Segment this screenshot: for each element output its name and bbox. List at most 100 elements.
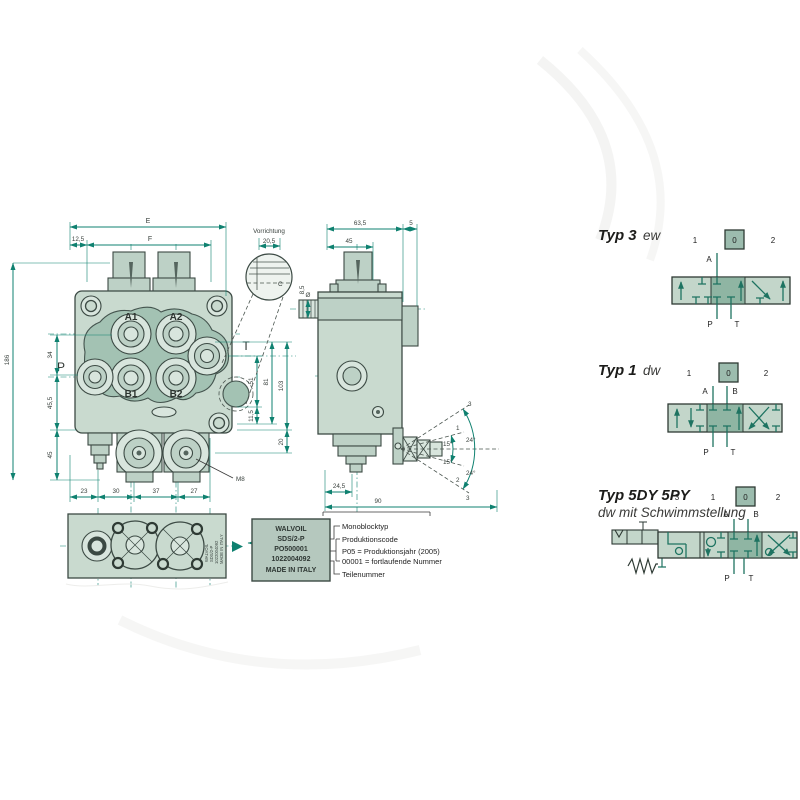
typ1-symbols <box>674 404 780 432</box>
detail-circle <box>245 253 293 301</box>
plate-pointer-right <box>232 541 243 552</box>
dim-5-label: 5 <box>409 220 413 227</box>
callout-monoblock: Monoblocktyp <box>342 522 388 531</box>
typ5-pos0: 0 <box>743 493 748 502</box>
lever-pos2: 2 <box>456 477 460 484</box>
spool-bore <box>317 297 403 321</box>
plate-partnumber: 1022004092 <box>272 556 311 563</box>
typ5-port-b: B <box>753 510 758 519</box>
port-a1 <box>110 313 152 355</box>
dim-186: 186 <box>4 262 110 481</box>
leader-prodcode-group <box>330 538 340 562</box>
side-view: 3 1 15° 15° 2 24° 24° 3 63,5 5 45 8,5 <box>290 220 499 512</box>
dim-12-5: 12,5 <box>69 236 88 248</box>
typ1-port-a: A <box>702 387 708 396</box>
top-view: WALVOIL SDS/2-P 1022004092 MADE IN ITALY <box>60 508 243 590</box>
top-plate-line-1: WALVOIL <box>204 543 209 562</box>
detail-marked-region <box>218 376 254 412</box>
plate-type: SDS/2-P <box>277 536 305 543</box>
oval-recess <box>151 406 177 418</box>
typ5-pos0-box <box>735 486 756 507</box>
dim-11-5-label: 11,5 <box>248 410 255 422</box>
dim-34-label: 34 <box>47 351 54 359</box>
port-a2 <box>155 313 197 355</box>
side-flange <box>401 305 419 347</box>
schematic-typ3: Typ 3 ew 1 0 2 A P T <box>598 227 791 329</box>
callout-year: P05 = Produktionsjahr (2005) <box>342 547 440 556</box>
typ5-pos3: 3 <box>675 493 680 502</box>
label-port-a2: A2 <box>170 312 183 323</box>
dim-m8-label: M8 <box>236 476 245 483</box>
dim-bottom-chain: 23 30 37 27 <box>69 438 211 502</box>
top-flange-2 <box>155 521 205 571</box>
typ3-symbols <box>678 277 786 304</box>
typ3-port-p: P <box>707 320 712 329</box>
typ5-subtitle: dw mit Schwimmstellung <box>598 505 746 520</box>
dim-dia-8-5: 8,5 Ø <box>299 285 311 319</box>
typ5-port-t: T <box>749 574 754 583</box>
port-b1 <box>110 357 152 399</box>
lever-pos1: 1 <box>456 425 460 432</box>
label-port-p: P <box>57 360 65 374</box>
dim-f: F <box>86 236 212 282</box>
lever-15-up: 15° <box>443 440 453 448</box>
typ3-center-cell <box>710 276 746 305</box>
plate-brand: WALVOIL <box>275 526 307 533</box>
schematic-typ1: Typ 1 dw 1 0 2 A B P <box>598 362 783 457</box>
lever-15-dn: 15° <box>443 458 453 466</box>
typ3-pos0: 0 <box>732 236 737 245</box>
lever-assembly <box>392 427 443 465</box>
port-p <box>76 358 114 396</box>
typ5-pos2: 2 <box>776 493 781 502</box>
watermark-texture <box>117 47 665 670</box>
typ3-pos0-box <box>724 229 745 250</box>
typ3-subtitle: ew <box>643 228 662 243</box>
top-relief-ring <box>87 536 107 556</box>
dim-103-label: 103 <box>278 380 285 391</box>
dim-dia-symbol: Ø <box>306 292 311 299</box>
dim-f-label: F <box>148 236 152 243</box>
pilot-caps <box>107 251 196 293</box>
typ1-port-t: T <box>731 448 736 457</box>
typ3-title: Typ 3 <box>598 227 637 244</box>
typ5-title: Typ 5DY 5PY <box>598 487 692 504</box>
dim-186-label: 186 <box>4 354 11 365</box>
port-b2 <box>155 357 197 399</box>
detail-dim-label: 20,5 <box>263 238 276 245</box>
top-relief-boss <box>81 530 113 562</box>
dim-45-label: 45 <box>47 451 54 459</box>
dim-45-side-label: 45 <box>345 238 353 245</box>
detail-title: Vorrichtung <box>253 228 285 235</box>
side-drain-dot <box>376 410 380 414</box>
corner-bolts <box>80 295 230 434</box>
relief-boss <box>222 380 250 408</box>
dim-24-5: 24,5 <box>324 470 353 511</box>
typ5-port-a: A <box>723 510 729 519</box>
lever-pos3-dn: 3 <box>466 495 470 502</box>
callout-m8: M8 <box>195 458 245 483</box>
dim-63-5: 63,5 5 <box>326 220 418 306</box>
relief-plug <box>87 432 113 470</box>
lever-24-up: 24° <box>466 436 476 444</box>
lever-24-dn: 24° <box>466 469 476 477</box>
dim-30-label: 30 <box>112 488 120 495</box>
top-plate-line-3: 1022004092 <box>214 540 219 564</box>
port-t <box>187 336 227 376</box>
label-port-t: T <box>242 339 250 353</box>
label-plate-legend: WALVOIL SDS/2-P PO500001 1022004092 MADE… <box>247 511 442 582</box>
typ5-pos1: 1 <box>711 493 716 502</box>
dim-63-5-label: 63,5 <box>354 220 367 227</box>
schematic-typ5: Typ 5DY 5PY dw mit Schwimmstellung 3 1 0… <box>598 486 798 583</box>
label-plate <box>251 518 331 582</box>
typ1-port-b: B <box>732 387 737 396</box>
dim-right-chains: 51 11,5 81 103 20 <box>215 341 292 454</box>
plate-prodcode: PO500001 <box>274 546 308 553</box>
dim-e: E <box>69 218 227 296</box>
label-port-a1: A1 <box>125 312 138 323</box>
cap-screw-2 <box>174 262 178 288</box>
dim-51-label: 51 <box>248 377 255 385</box>
dim-45-5-label: 45,5 <box>47 396 54 409</box>
lever-fan: 3 1 15° 15° 2 24° 24° 3 <box>400 401 499 502</box>
